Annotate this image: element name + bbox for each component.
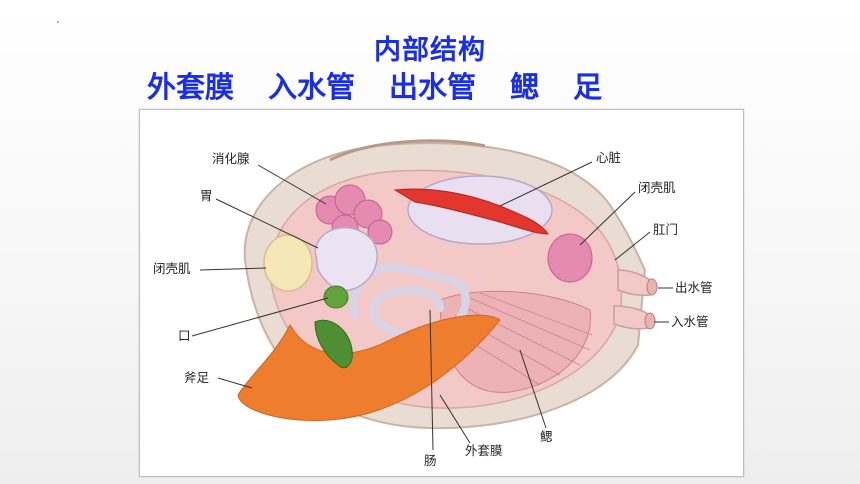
label-intestine: 肠 <box>424 453 437 468</box>
labial-palp-shape <box>314 319 353 369</box>
label-adductor-right: 闭壳肌 <box>638 180 676 195</box>
slide-title: 内部结构 <box>374 35 486 66</box>
incurrent-siphon-opening <box>644 312 656 330</box>
leader-lines <box>191 161 673 451</box>
label-adductor-left: 闭壳肌 <box>153 261 191 276</box>
excurrent-siphon-opening <box>646 278 658 296</box>
term-excurrent-siphon: 出水管 <box>389 70 477 104</box>
adductor-right-shape <box>547 233 593 283</box>
label-foot: 斧足 <box>184 370 210 385</box>
mouth-green-shape <box>323 285 349 309</box>
term-foot: 足 <box>573 70 603 104</box>
stomach-shape <box>314 226 378 292</box>
label-mouth: 口 <box>178 328 191 343</box>
label-mantle: 外套膜 <box>465 443 503 458</box>
label-anus: 肛门 <box>653 222 678 237</box>
excurrent-siphon-shape <box>617 269 651 296</box>
decorative-dot <box>57 21 59 23</box>
term-mantle: 外套膜 <box>147 70 235 104</box>
label-incurrent-siphon: 入水管 <box>671 314 709 329</box>
term-gill: 鳃 <box>510 70 540 104</box>
digestive-gland-shape <box>315 184 393 245</box>
heart-shape <box>393 188 549 235</box>
term-list: 外套膜 入水管 出水管 鳃 足 <box>147 64 602 104</box>
clam-anatomy-figure: 消化腺 胃 闭壳肌 口 斧足 肠 外套膜 鳃 心脏 闭壳肌 肛门 出水管 入水管 <box>139 109 744 477</box>
label-gill: 鳃 <box>540 429 553 444</box>
label-excurrent-siphon: 出水管 <box>675 280 713 295</box>
clam-anatomy-svg: 消化腺 胃 闭壳肌 口 斧足 肠 外套膜 鳃 心脏 闭壳肌 肛门 出水管 入水管 <box>153 139 713 468</box>
foot-shape <box>237 314 501 421</box>
term-incurrent-siphon: 入水管 <box>268 70 356 104</box>
adductor-left-shape <box>263 234 313 292</box>
incurrent-siphon-shape <box>613 305 649 330</box>
shell-hinge <box>329 139 486 162</box>
label-heart: 心脏 <box>596 150 621 165</box>
label-stomach: 胃 <box>200 188 213 203</box>
label-digestive-gland: 消化腺 <box>212 151 250 166</box>
